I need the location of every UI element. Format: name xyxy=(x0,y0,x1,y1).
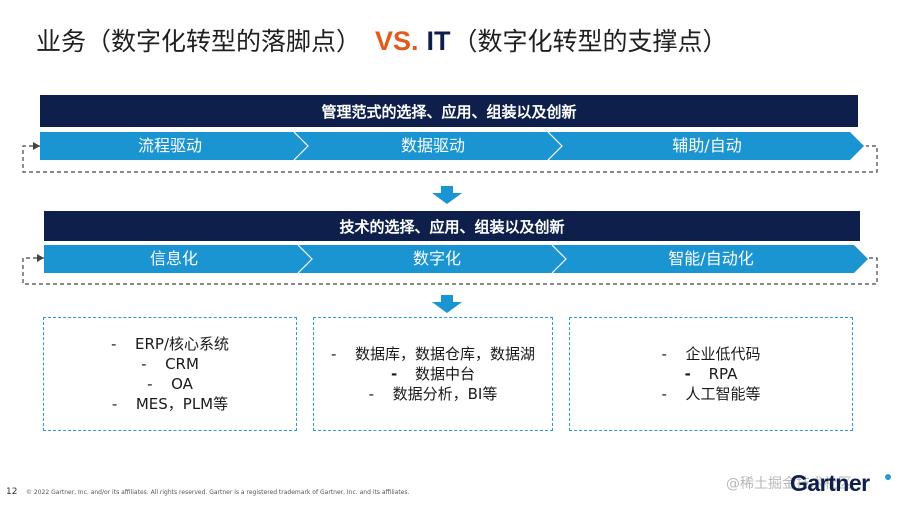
section1-segment-3: 辅助/自动 xyxy=(672,136,742,155)
section1-segment-1: 流程驱动 xyxy=(137,136,202,155)
section2-header: 技术的选择、应用、组装以及创新 xyxy=(44,211,860,241)
list-item: -企业低代码 xyxy=(661,345,761,363)
title-business: 业务（数字化转型的落脚点） xyxy=(36,27,362,56)
list-item: -人工智能等 xyxy=(661,385,761,403)
section1-header-label: 管理范式的选择、应用、组装以及创新 xyxy=(321,102,577,121)
title-vs: VS. xyxy=(375,26,419,56)
down-arrow-icon xyxy=(432,186,462,204)
list-item: -数据分析，BI等 xyxy=(368,385,498,403)
list-item: -OA xyxy=(147,375,193,393)
list-item: -数据中台 xyxy=(390,365,475,383)
gartner-logo: Gartner xyxy=(790,470,870,496)
section2-segment-2: 数字化 xyxy=(412,249,461,268)
box-data-systems: -数据库，数据仓库，数据湖 -数据中台 -数据分析，BI等 xyxy=(313,317,553,431)
logo-dot-icon xyxy=(885,474,891,480)
section1-flow: 流程驱动 数据驱动 辅助/自动 xyxy=(40,132,865,160)
box-business-systems: -ERP/核心系统 -CRM -OA -MES，PLM等 xyxy=(43,317,297,431)
list-item: -ERP/核心系统 xyxy=(111,335,229,353)
section2-segment-3: 智能/自动化 xyxy=(668,249,754,268)
list-item: -MES，PLM等 xyxy=(111,395,229,413)
section2-segment-1: 信息化 xyxy=(149,249,198,268)
section1-flow-shape xyxy=(40,132,864,160)
title-it: IT xyxy=(426,26,451,56)
watermark: @稀土掘金技术社区 xyxy=(726,476,852,492)
page-number: 12 xyxy=(6,487,18,497)
box-intelligent-systems: -企业低代码 -RPA -人工智能等 xyxy=(569,317,853,431)
section2-header-label: 技术的选择、应用、组装以及创新 xyxy=(339,217,565,236)
title-it-desc: （数字化转型的支撑点） xyxy=(452,27,728,56)
page-title: 业务（数字化转型的落脚点） VS.IT（数字化转型的支撑点） xyxy=(36,22,728,58)
down-arrow-icon xyxy=(432,295,462,313)
section2-flow: 信息化 数字化 智能/自动化 xyxy=(44,245,869,273)
copyright-notice: © 2022 Gartner, Inc. and/or its affiliat… xyxy=(26,489,410,496)
list-item: -数据库，数据仓库，数据湖 xyxy=(330,345,535,363)
list-item: -RPA xyxy=(684,365,738,383)
section2-flow-shape xyxy=(44,245,868,273)
section1-header: 管理范式的选择、应用、组装以及创新 xyxy=(40,95,858,127)
list-item: -CRM xyxy=(141,355,199,373)
section1-segment-2: 数据驱动 xyxy=(400,136,465,155)
